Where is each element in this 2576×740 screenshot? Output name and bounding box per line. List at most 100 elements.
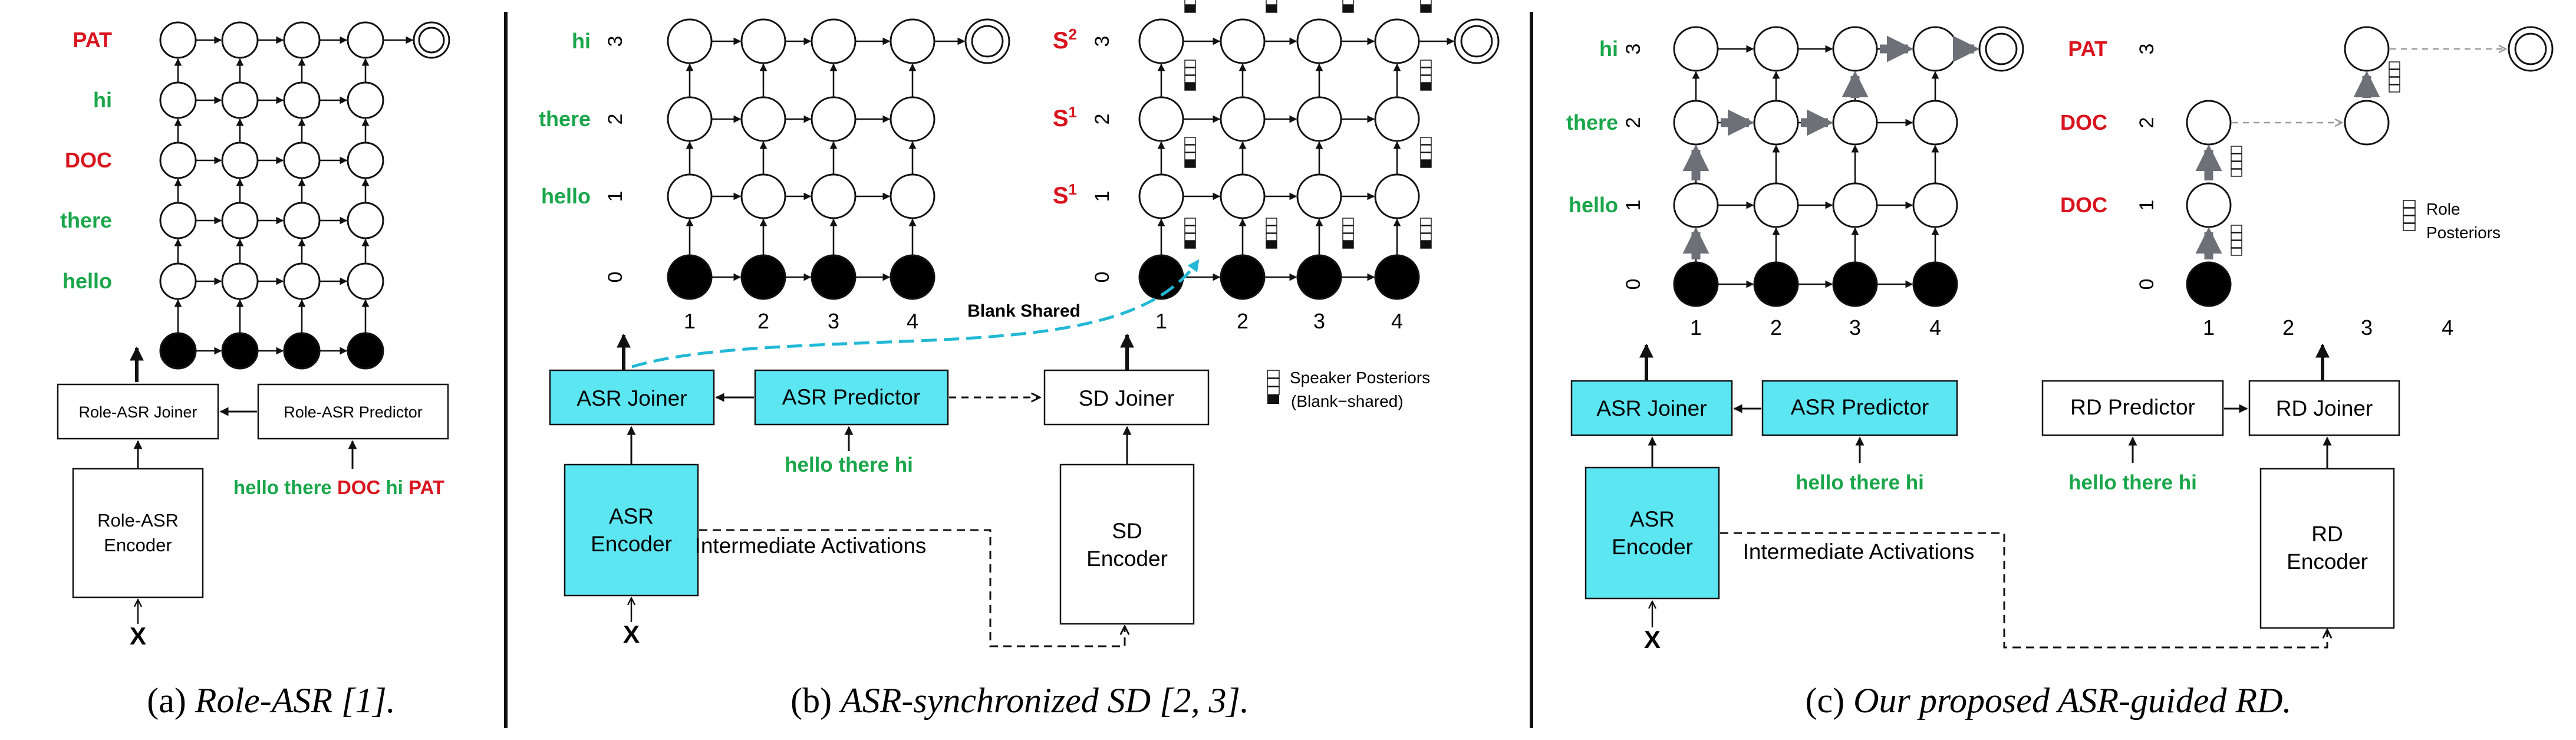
- asr-input-x: X: [623, 620, 640, 648]
- sd-joiner-label: SD Joiner: [1079, 386, 1174, 410]
- sd-lattice-node: [1374, 96, 1420, 142]
- speaker-row-label: S2: [1053, 25, 1077, 54]
- posterior-cell: [1184, 233, 1196, 241]
- blank-shared-label: Blank Shared: [967, 301, 1081, 321]
- asr-predictor-label: ASR Predictor: [782, 385, 920, 409]
- sd-lattice-node: [1220, 173, 1266, 219]
- c-asr-lattice-node: [1832, 26, 1878, 72]
- posterior-cell: [1420, 0, 1432, 5]
- speaker-posteriors-legend: Speaker Posteriors (Blank−shared): [1267, 369, 1430, 410]
- role-asr-lattice-node: [347, 142, 384, 179]
- posterior-cell: [1342, 225, 1354, 233]
- rd-node: [2186, 100, 2232, 146]
- posterior-cell: [1342, 233, 1354, 241]
- posterior-cell: [2389, 69, 2400, 77]
- role-asr-lattice-node: [221, 21, 259, 59]
- asr-y-tick: 3: [604, 36, 627, 47]
- posterior-cell: [1184, 137, 1196, 145]
- rd-row-label: DOC: [2060, 110, 2107, 134]
- role-asr-row-label: PAT: [73, 28, 112, 52]
- rd-lattice: [2186, 26, 2554, 307]
- posterior-cell: [1184, 218, 1196, 226]
- rd-node: [2186, 261, 2232, 307]
- posterior-cell: [1420, 218, 1432, 226]
- asr-row-label: there: [539, 107, 591, 131]
- final-state-inner: [2514, 32, 2547, 65]
- posterior-cell: [2389, 84, 2400, 93]
- role-asr-encoder-box: [72, 468, 204, 598]
- role-posteriors: [2231, 61, 2400, 256]
- rd-predictor-input: hello there hi: [2068, 471, 2197, 494]
- sd-x-tick: 4: [1391, 309, 1403, 333]
- posterior-cell: [2231, 161, 2242, 169]
- asr-predictor-input: hello there hi: [785, 453, 913, 476]
- role-posteriors-legend-2: Posteriors: [2426, 223, 2501, 242]
- sd-y-tick: 0: [1091, 272, 1114, 283]
- speaker-row-label: S1: [1053, 103, 1077, 131]
- c-asr-x-tick: 4: [1929, 315, 1941, 340]
- posterior-cell: [1342, 241, 1354, 249]
- asr-lattice: [667, 18, 1010, 300]
- final-state-inner: [418, 27, 445, 54]
- asr-lattice-node: [740, 18, 786, 64]
- c-asr-lattice-node: [1673, 261, 1719, 307]
- rd-row-label: DOC: [2060, 193, 2107, 217]
- role-posteriors-legend: Role Posteriors: [2403, 200, 2501, 242]
- c-asr-y-tick: 2: [1622, 117, 1645, 129]
- c-asr-lattice-node: [1753, 182, 1799, 228]
- c-asr-lattice-node: [1912, 261, 1958, 307]
- c-asr-predictor-box: [1761, 380, 1958, 436]
- rd-joiner-box: [2248, 380, 2400, 436]
- rd-predictor-box: [2041, 380, 2224, 436]
- c-asr-row-label: hi: [1599, 37, 1618, 61]
- c-asr-lattice-node: [1912, 100, 1958, 146]
- role-asr-lattice-node: [283, 262, 321, 300]
- predictor-input-token: DOC: [337, 476, 380, 498]
- asr-lattice-node: [811, 173, 857, 219]
- role-asr-row-label: there: [60, 208, 112, 232]
- rd-encoder-label-1: RD: [2311, 522, 2343, 546]
- asr-encoder-box: [564, 463, 699, 597]
- posterior-cell: [1184, 5, 1196, 13]
- rd-y-tick: 1: [2136, 200, 2158, 211]
- sd-lattice-node: [1138, 173, 1184, 219]
- posterior-cell: [1420, 241, 1432, 249]
- posterior-cell: [2231, 232, 2242, 241]
- role-asr-lattice-node: [221, 262, 259, 300]
- rd-predictor-label: RD Predictor: [2070, 395, 2195, 419]
- role-asr-lattice-node: [159, 262, 197, 300]
- rd-x-tick: 3: [2361, 315, 2373, 340]
- predictor-input-token: hi: [380, 476, 409, 498]
- rd-node: [2186, 182, 2232, 228]
- c-asr-y-tick: 0: [1622, 279, 1645, 290]
- posterior-cell: [1420, 144, 1432, 153]
- c-asr-encoder-label-2: Encoder: [1612, 535, 1693, 559]
- posterior-cell: [1184, 152, 1196, 160]
- sd-lattice-node: [1296, 173, 1342, 219]
- sd-lattice-node: [1220, 18, 1266, 64]
- posterior-cell: [1266, 218, 1277, 226]
- role-asr-lattice-node: [221, 81, 259, 119]
- posterior-cell: [1266, 0, 1277, 5]
- role-asr-predictor-box: [257, 383, 449, 440]
- rd-x-tick: 1: [2203, 315, 2215, 340]
- posterior-cell: [2231, 153, 2242, 162]
- role-asr-encoder-label-1: Role-ASR: [97, 510, 179, 531]
- asr-guided-lattice: [1673, 26, 2024, 307]
- role-asr-joiner-box: [57, 383, 219, 440]
- posterior-cell: [1184, 75, 1196, 83]
- speaker-posteriors-legend-1: Speaker Posteriors: [1290, 369, 1430, 387]
- sd-x-tick: 2: [1237, 309, 1249, 333]
- c-asr-lattice-node: [1832, 182, 1878, 228]
- role-asr-lattice-node: [221, 202, 259, 239]
- role-asr-predictor-input: hello there DOC hi PAT: [233, 476, 444, 498]
- c-asr-lattice-node: [1673, 182, 1719, 228]
- asr-lattice-node: [667, 96, 713, 142]
- rd-y-tick: 0: [2136, 279, 2158, 290]
- role-asr-lattice-node: [283, 21, 321, 59]
- c-asr-lattice-node: [1673, 100, 1719, 146]
- asr-lattice-node: [890, 96, 935, 142]
- c-asr-x-tick: 2: [1770, 315, 1782, 340]
- c-asr-row-label: hello: [1569, 193, 1618, 217]
- c-asr-lattice-node: [1753, 26, 1799, 72]
